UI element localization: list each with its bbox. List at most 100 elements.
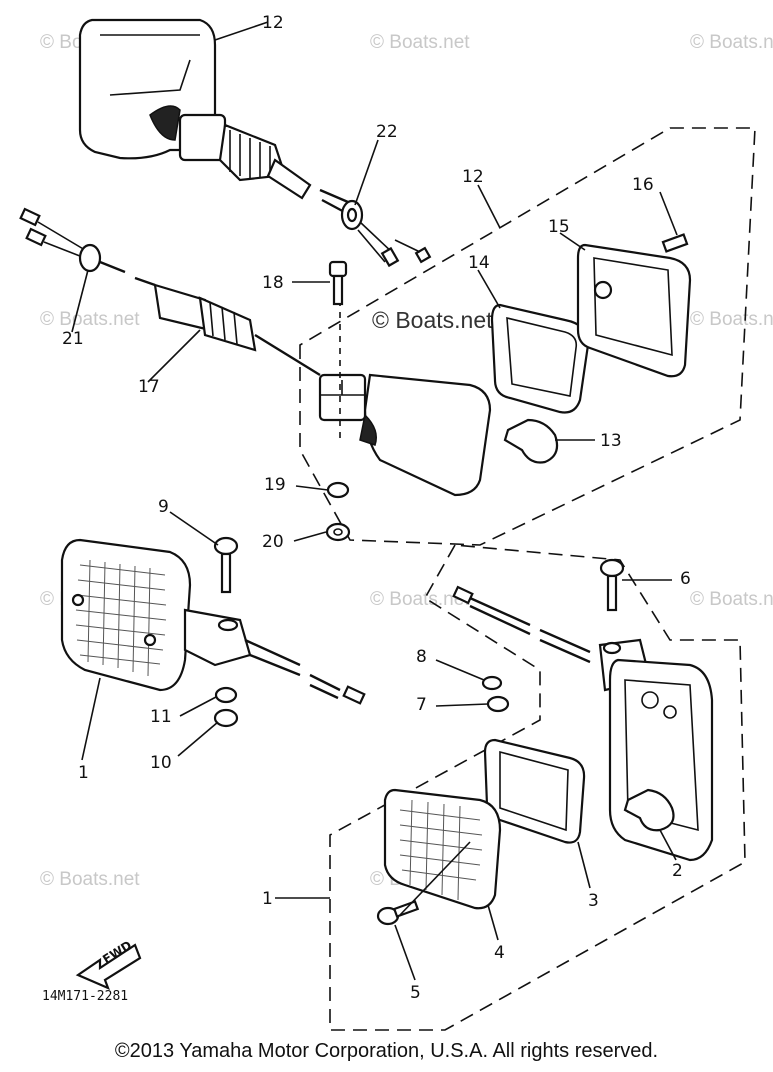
- socket: [663, 705, 677, 719]
- callout-label: 8: [416, 647, 427, 667]
- turn-signal-assembly-lower-left: [60, 538, 366, 705]
- callout-label: 19: [264, 475, 286, 495]
- stem-body: [218, 123, 287, 182]
- connector: [414, 246, 432, 264]
- watermark: © Boats.net: [690, 589, 773, 610]
- leader-lines: [71, 21, 678, 981]
- screw-18: [328, 260, 348, 306]
- lens-grid: [409, 799, 461, 901]
- arrow-icon: [75, 943, 142, 991]
- bulb-13: [503, 418, 559, 464]
- connector: [19, 207, 41, 227]
- wire-bundle-21: [19, 207, 156, 287]
- stem-rod: [244, 638, 301, 677]
- stem-thread: [266, 158, 312, 200]
- turn-signal-assembly-top: [78, 18, 356, 217]
- screw-head: [599, 558, 625, 578]
- callout-label: 17: [138, 377, 160, 397]
- nut-10: [213, 708, 239, 728]
- screw-16: [661, 233, 689, 253]
- watermark: © Boats.net: [370, 32, 470, 53]
- callout-label: 22: [376, 122, 398, 142]
- lens: [383, 788, 502, 910]
- housing-detail: [100, 34, 200, 96]
- callout-label: 16: [632, 175, 654, 195]
- wire-leads: [37, 221, 86, 259]
- callout-label: 11: [150, 707, 172, 727]
- parts-diagram: © Boats.net © Boats.net © Boats.net © Bo…: [19, 13, 773, 1031]
- washer-11: [214, 686, 238, 704]
- mount-block: [178, 113, 227, 162]
- screw-shank: [332, 274, 344, 306]
- connector: [380, 246, 400, 268]
- turn-signal-body-upper: [318, 300, 492, 497]
- screw-5: [376, 900, 420, 926]
- callout-label: 9: [158, 497, 169, 517]
- callout-label: 14: [468, 253, 490, 273]
- turn-signal-stem-17: [153, 283, 321, 377]
- callout-label: 13: [600, 431, 622, 451]
- screw-shank: [220, 552, 232, 594]
- housing-shadow: [149, 105, 181, 141]
- watermark: © Boats.net: [690, 309, 773, 330]
- callout-label: 2: [672, 861, 683, 881]
- grommet-22: [340, 199, 432, 268]
- callout-label: 1: [262, 889, 273, 909]
- wire-lead: [394, 239, 421, 253]
- lens-gasket-14: [490, 303, 590, 414]
- bulb-2: [623, 788, 675, 832]
- mount-hole: [217, 618, 239, 632]
- stem-ribs: [229, 130, 271, 178]
- watermark: © Boats.net: [370, 589, 470, 610]
- connector: [342, 685, 366, 705]
- callout-label: 7: [416, 695, 427, 715]
- callout-label: 12: [462, 167, 484, 187]
- lens-grid: [75, 559, 167, 677]
- watermark: © Boats.net: [372, 307, 493, 333]
- nut-20: [325, 522, 351, 542]
- lens-grid: [399, 809, 483, 881]
- callout-label: 1: [78, 763, 89, 783]
- group-boundary-upper: [299, 127, 756, 546]
- group-boundaries: [299, 127, 756, 1031]
- callout-label: 4: [494, 943, 505, 963]
- stem-rod: [254, 333, 321, 377]
- group-boundary-lower: [329, 544, 746, 1031]
- watermark: © Boats.net: [40, 309, 140, 330]
- socket: [641, 691, 659, 709]
- stem-ribs: [209, 301, 238, 345]
- mount-block: [318, 373, 367, 422]
- watermark: © Boats.net: [690, 32, 773, 53]
- callout-label: 12: [262, 13, 284, 33]
- connector: [25, 227, 47, 247]
- wire-section: [309, 673, 341, 700]
- lens-gasket-3: [483, 738, 586, 844]
- turn-signal-housing: [363, 373, 492, 497]
- lens-screw-hole: [143, 633, 157, 647]
- gasket-inner: [499, 750, 569, 832]
- lens-15: [576, 243, 692, 378]
- callout-label: 18: [262, 273, 284, 293]
- nut-hole: [333, 528, 343, 536]
- grommet: [78, 243, 102, 273]
- bulb: [503, 418, 559, 464]
- gasket-inner: [506, 316, 578, 397]
- part-code: 14M171-2281: [42, 989, 128, 1004]
- callout-label: 20: [262, 532, 284, 552]
- wire-section: [99, 260, 156, 287]
- screw-head: [328, 260, 348, 278]
- screw-9: [213, 536, 239, 594]
- housing-inner: [624, 679, 699, 832]
- mount-detail: [320, 380, 365, 396]
- lens-4: [383, 788, 502, 910]
- mount-hole: [602, 641, 622, 655]
- callout-label: 3: [588, 891, 599, 911]
- turn-signal-housing: [60, 538, 192, 692]
- nut-7: [486, 695, 510, 713]
- callout-label: 5: [410, 983, 421, 1003]
- screw-shank: [606, 574, 618, 612]
- forward-arrow: FWD: [75, 938, 142, 991]
- grommet-hole: [346, 207, 358, 223]
- screw-head: [213, 536, 239, 556]
- lens-screw-hole: [71, 593, 85, 607]
